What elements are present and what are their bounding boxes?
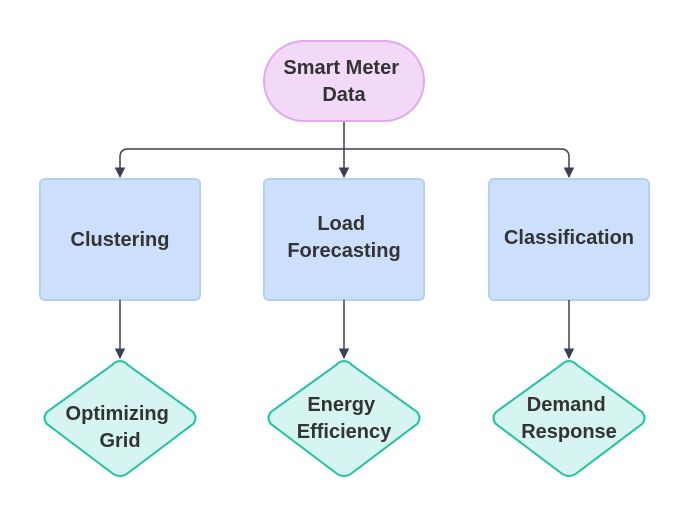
outcome-diamond-energy-efficiency [267, 359, 421, 477]
optimizing-grid-label-line-2: Grid [99, 430, 140, 452]
root-node-label: Smart Meter Data [283, 57, 404, 106]
connector-root-to-classification [344, 148, 575, 179]
optimizing-grid-label-line-1: Optimizing [66, 403, 169, 425]
outcome-label-optimizing-grid: Optimizing Grid [66, 403, 175, 452]
process-node-load-forecasting: Load Forecasting [263, 178, 425, 301]
demand-response-label-line-1: Demand [527, 394, 606, 416]
root-label-line-1: Smart Meter [283, 57, 399, 79]
demand-response-label-line-2: Response [521, 421, 617, 443]
outcome-connectors [114, 300, 575, 360]
root-connectors [114, 121, 575, 179]
outcome-node-energy-efficiency: Energy Efficiency [267, 359, 421, 477]
classification-label-line-1: Classification [504, 227, 634, 249]
process-node-classification: Classification [488, 178, 650, 301]
load-forecasting-label-line-1: Load [317, 213, 365, 235]
root-node-shape [263, 40, 425, 122]
outcome-diamond-demand-response [492, 359, 646, 477]
energy-efficiency-label-line-2: Efficiency [297, 421, 392, 443]
process-label-classification: Classification [504, 227, 634, 249]
process-label-clustering: Clustering [71, 229, 170, 251]
outcome-label-energy-efficiency: Energy Efficiency [297, 394, 392, 443]
outcome-diamond-optimizing-grid [43, 359, 197, 477]
clustering-label-line-1: Clustering [71, 229, 170, 251]
process-node-clustering: Clustering [39, 178, 201, 301]
process-label-load-forecasting: Load Forecasting [287, 213, 400, 262]
outcome-node-demand-response: Demand Response [492, 359, 646, 477]
energy-efficiency-label-line-1: Energy [307, 394, 376, 416]
load-forecasting-label-line-2: Forecasting [287, 240, 400, 262]
outcome-label-demand-response: Demand Response [521, 394, 617, 443]
root-label-line-2: Data [322, 84, 366, 106]
root-node: Smart Meter Data [263, 40, 425, 122]
outcome-node-optimizing-grid: Optimizing Grid [43, 359, 197, 477]
connector-root-to-clustering [114, 148, 345, 179]
